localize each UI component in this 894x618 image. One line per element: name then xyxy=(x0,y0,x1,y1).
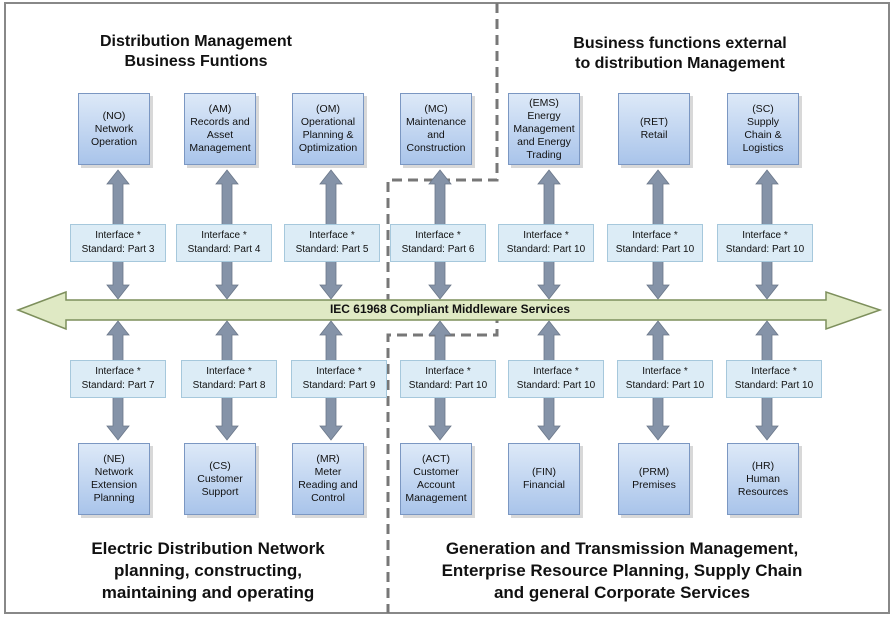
interface-part-4: Interface * Standard: Part 4 xyxy=(176,224,272,262)
interface-part-10-ret: Interface * Standard: Part 10 xyxy=(607,224,703,262)
heading-network-operations: Electric Distribution Network planning, … xyxy=(91,539,325,602)
heading-corporate-services: Generation and Transmission Management, … xyxy=(441,539,803,602)
region-divider xyxy=(386,3,499,613)
box-retail: (RET) Retail xyxy=(618,93,690,165)
interface-part-10-sc: Interface * Standard: Part 10 xyxy=(717,224,813,262)
box-customer-support: (CS) Customer Support xyxy=(184,443,256,515)
heading-external-functions: Business functions external to distribut… xyxy=(573,35,787,72)
interface-part-5: Interface * Standard: Part 5 xyxy=(284,224,380,262)
interface-part-10-ems: Interface * Standard: Part 10 xyxy=(498,224,594,262)
interface-part-8: Interface * Standard: Part 8 xyxy=(181,360,277,398)
middleware-bus-arrow xyxy=(15,290,883,331)
box-supply-chain: (SC) Supply Chain & Logistics xyxy=(727,93,799,165)
interface-part-10-hr: Interface * Standard: Part 10 xyxy=(726,360,822,398)
box-customer-account-management: (ACT) Customer Account Management xyxy=(400,443,472,515)
box-asset-management: (AM) Records and Asset Management xyxy=(184,93,256,165)
interface-part-3: Interface * Standard: Part 3 xyxy=(70,224,166,262)
heading-distribution-management: Distribution Management Business Funtion… xyxy=(99,33,292,70)
box-maintenance-construction: (MC) Maintenance and Construction xyxy=(400,93,472,165)
box-premises: (PRM) Premises xyxy=(618,443,690,515)
box-operational-planning: (OM) Operational Planning & Optimization xyxy=(292,93,364,165)
box-financial: (FIN) Financial xyxy=(508,443,580,515)
interface-part-9: Interface * Standard: Part 9 xyxy=(291,360,387,398)
interface-part-10-act: Interface * Standard: Part 10 xyxy=(400,360,496,398)
interface-part-10-prm: Interface * Standard: Part 10 xyxy=(617,360,713,398)
interface-part-10-fin: Interface * Standard: Part 10 xyxy=(508,360,604,398)
box-network-extension-planning: (NE) Network Extension Planning xyxy=(78,443,150,515)
middleware-label: IEC 61968 Compliant Middleware Services xyxy=(329,302,571,316)
box-energy-management: (EMS) Energy Management and Energy Tradi… xyxy=(508,93,580,165)
box-meter-reading: (MR) Meter Reading and Control xyxy=(292,443,364,515)
interface-part-6: Interface * Standard: Part 6 xyxy=(390,224,486,262)
outer-frame xyxy=(4,2,890,614)
box-network-operation: (NO) Network Operation xyxy=(78,93,150,165)
interface-part-7: Interface * Standard: Part 7 xyxy=(70,360,166,398)
box-human-resources: (HR) Human Resources xyxy=(727,443,799,515)
